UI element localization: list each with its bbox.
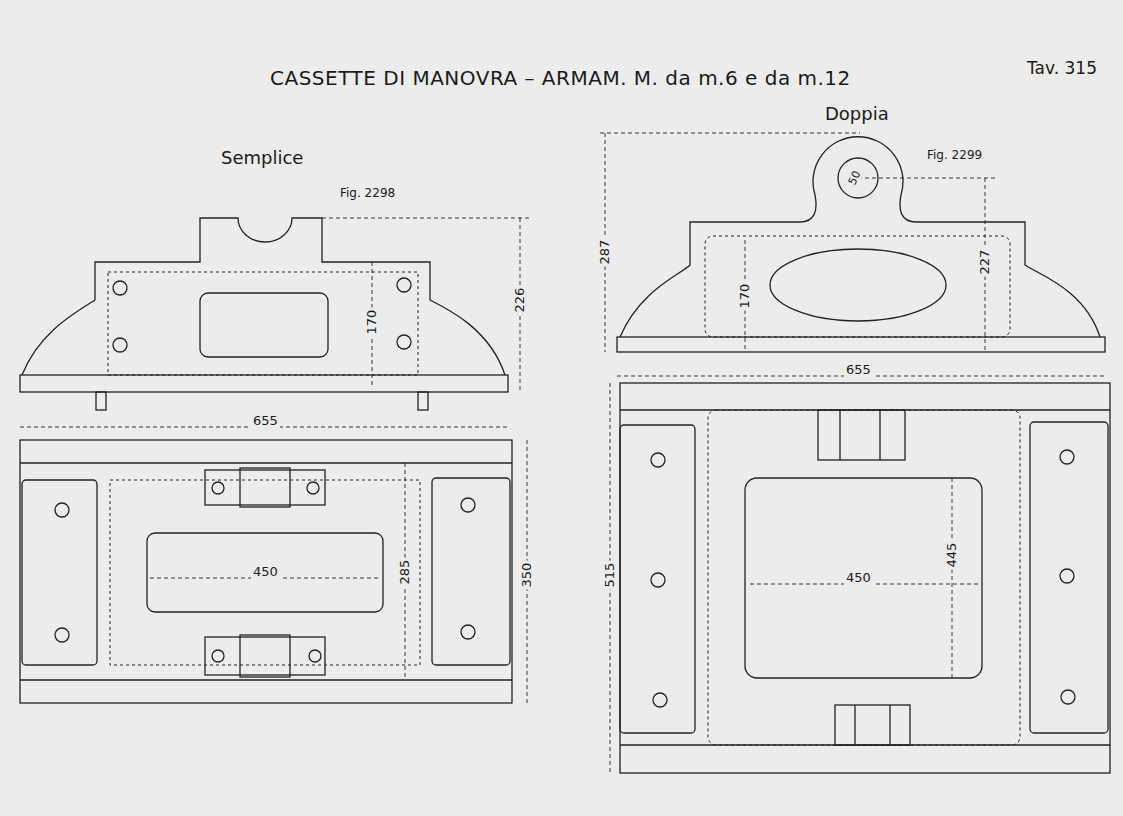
sheet-title: CASSETTE DI MANOVRA – ARMAM. M. da m.6 e… [270, 66, 851, 90]
dimension: 655 [844, 363, 873, 377]
dimension: 50 [846, 167, 865, 188]
figure-number: Fig. 2299 [925, 149, 984, 162]
view-title: Semplice [219, 148, 305, 168]
dimension: 287 [598, 238, 612, 267]
sheet-number: Tav. 315 [1025, 59, 1099, 78]
figure-number: Fig. 2298 [338, 187, 397, 200]
dimension: 655 [251, 414, 280, 428]
dimension: 227 [978, 248, 992, 277]
dimension: 350 [520, 561, 534, 590]
dimension: 226 [513, 286, 527, 315]
dimension: 515 [603, 561, 617, 590]
view-title: Doppia [823, 104, 891, 124]
dimension: 170 [738, 282, 752, 311]
dimension: 170 [365, 308, 379, 337]
dimension: 445 [945, 541, 959, 570]
dimension: 450 [251, 565, 280, 579]
dimension: 450 [844, 571, 873, 585]
dimension: 285 [398, 558, 412, 587]
